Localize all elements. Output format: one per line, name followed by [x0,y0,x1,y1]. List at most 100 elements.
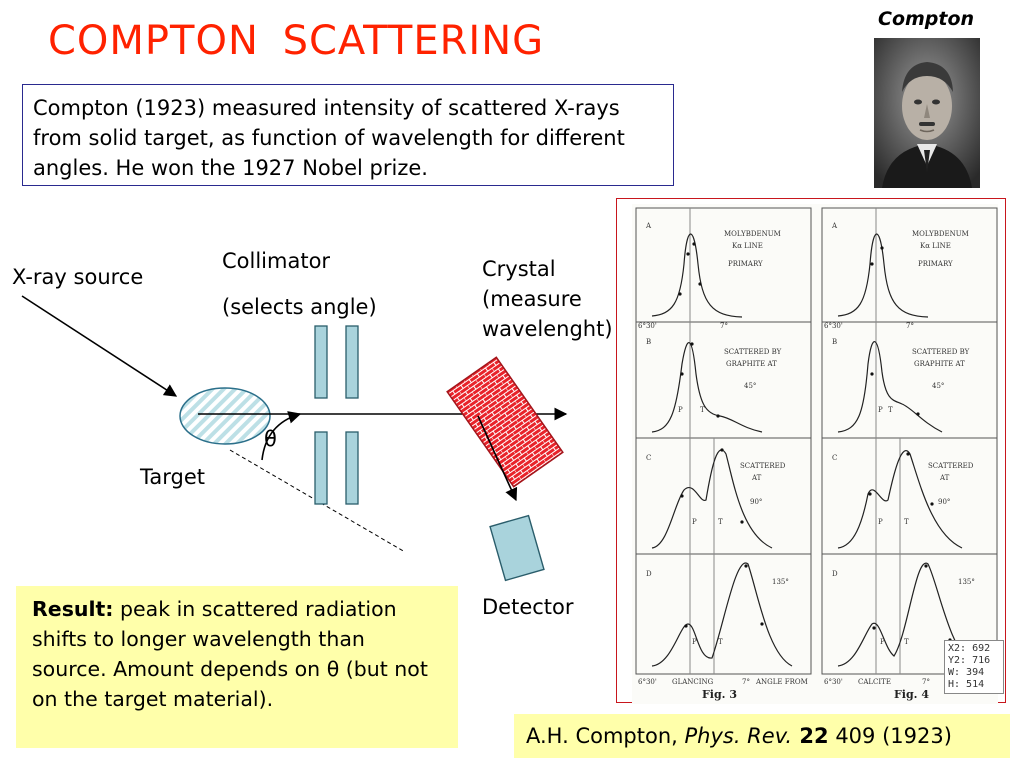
crystal [446,356,564,488]
fig4-header-1: MOLYBDENUM [912,230,969,238]
intro-text-box: Compton (1923) measured intensity of sca… [22,84,674,186]
fig3-row-c: C [646,454,651,462]
fig3-curve-135 [651,562,793,667]
ref-authors: A.H. Compton, [526,724,685,748]
label-xray-source: X-ray source [12,265,144,289]
image-coordinate-readout: X2: 692 Y2: 716 W: 394 H: 514 [944,640,1004,694]
fig4-b-text-1: SCATTERED BY [912,348,970,356]
reference-box: A.H. Compton, Phys. Rev. 22 409 (1923) [514,714,1010,758]
fig4-header-2: Kα LINE [920,242,951,250]
fig3-header-2: Kα LINE [732,242,763,250]
fig3-b-text-2: GRAPHITE AT [726,360,777,368]
fig4-d-angle: 135° [958,578,975,586]
fig3-peak-p-b: P [678,406,683,414]
fig3-row-d: D [646,570,652,578]
page-title: COMPTON SCATTERING [48,18,545,64]
label-crystal-3: wavelenght) [482,317,613,341]
readout-x2: X2: 692 [948,643,991,654]
label-detector: Detector [482,595,574,619]
fig4-peak-t-c: T [904,518,909,526]
fig3-peak-t-c: T [718,518,723,526]
compton-spectra-figure: A B C D A B C D MOLYBDENUM Kα LINE PRIMA… [632,204,998,704]
fig3-tick-right-a: 7° [720,322,728,330]
collimator-slit-upper-right [345,325,359,399]
fig4-row-a: A [831,222,838,230]
fig3-caption: Fig. 3 [702,688,737,701]
fig4-tick-left-a: 6°30' [824,322,843,330]
fig3-c-text-2: AT [751,474,762,482]
label-collimator: Collimator [222,249,331,273]
fig3-curve-90 [651,449,773,549]
fig3-header-1: MOLYBDENUM [724,230,781,238]
fig4-caption: Fig. 4 [894,688,929,701]
fig3-curve-45 [651,342,763,433]
fig4-c-text-2: AT [939,474,950,482]
fig3-row-b: B [646,338,651,346]
fig3-tick-right-d: 7° [742,678,750,686]
label-collimator-note: (selects angle) [222,295,377,319]
fig3-d-angle: 135° [772,578,789,586]
result-label: Result: [32,597,114,621]
fig3-peak-p-d: P [692,638,697,646]
fig4-curve-45 [837,341,943,433]
theta-arc [261,411,302,461]
fig3-frame [635,207,812,675]
fig3-peak-t-b: T [700,406,705,414]
readout-y2: Y2: 716 [948,655,991,666]
readout-w: W: 394 [948,667,985,678]
fig3-c-text-3: 90° [750,498,762,506]
incident-beam [21,295,178,397]
fig3-tick-left-a: 6°30' [638,322,657,330]
fig4-tick-left-d: 6°30' [824,678,843,686]
diffracted-beam [477,415,518,502]
fig4-peak-p-c: P [878,518,883,526]
target-ellipse [179,387,271,445]
fig4-curve-135 [837,562,973,667]
fig3-peak-t-d: T [718,638,723,646]
experiment-diagram [21,295,568,582]
fig4-header-3: PRIMARY [918,260,953,268]
fig4-axis-calcite: CALCITE [858,678,891,686]
fig4-c-text-3: 90° [938,498,950,506]
fig4-tick-right-d: 7° [922,678,930,686]
collimator-slit-lower-right [345,431,359,505]
fig4-row-d: D [832,570,838,578]
label-crystal-1: Crystal [482,257,556,281]
portrait-image [874,38,980,188]
fig4-row-b: B [832,338,837,346]
fig3-tick-left-d: 6°30' [638,678,657,686]
label-crystal-2: (measure [482,287,582,311]
fig4-b-text-2: GRAPHITE AT [914,360,965,368]
fig4-row-c: C [832,454,837,462]
label-theta: θ [264,427,277,451]
fig4-frame [821,207,998,675]
collimator-slit-upper-left [314,325,328,399]
fig4-tick-right-a: 7° [906,322,914,330]
ref-journal: Phys. Rev. [684,724,793,748]
fig4-peak-t-b: T [888,406,893,414]
fig3-c-text-1: SCATTERED [740,462,786,470]
fig3-axis-angle-from: ANGLE FROM [755,678,808,686]
ref-pages-year: 409 (1923) [828,724,952,748]
fig4-peak-p-b: P [878,406,883,414]
ref-volume: 22 [792,724,829,748]
collimator-slit-lower-left [314,431,328,505]
fig4-peak-p-d: P [880,638,885,646]
fig3-curve-primary [651,233,743,318]
fig4-c-text-1: SCATTERED [928,462,974,470]
label-target: Target [140,465,205,489]
fig3-row-a: A [645,222,652,230]
fig4-curve-primary [837,233,929,318]
fig3-header-3: PRIMARY [728,260,763,268]
compton-portrait [874,38,980,188]
fig3-peak-p-c: P [692,518,697,526]
detector [489,514,545,582]
readout-h: H: 514 [948,679,985,690]
result-box: Result: peak in scattered radiation shif… [16,586,458,748]
result-text: peak in scattered radiation shifts to lo… [32,597,428,711]
fig4-peak-t-d: T [904,638,909,646]
fig3-b-text-1: SCATTERED BY [724,348,782,356]
portrait-caption: Compton [878,8,975,30]
fig3-b-text-3: 45° [744,382,756,390]
fig4-b-text-3: 45° [932,382,944,390]
